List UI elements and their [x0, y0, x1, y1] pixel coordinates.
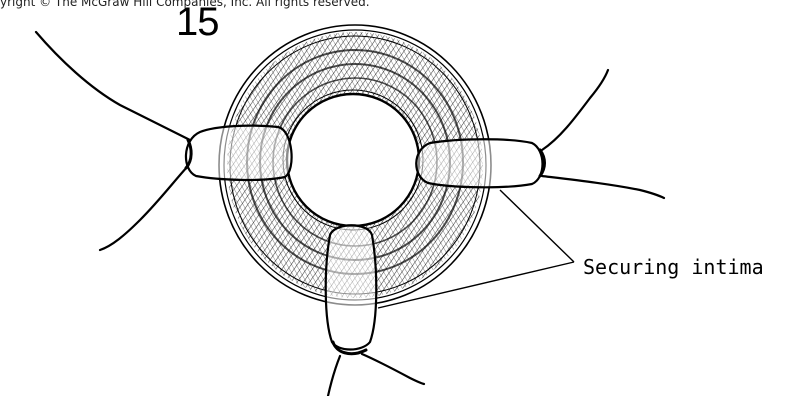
- securing-intima-label: Securing intima: [583, 255, 764, 279]
